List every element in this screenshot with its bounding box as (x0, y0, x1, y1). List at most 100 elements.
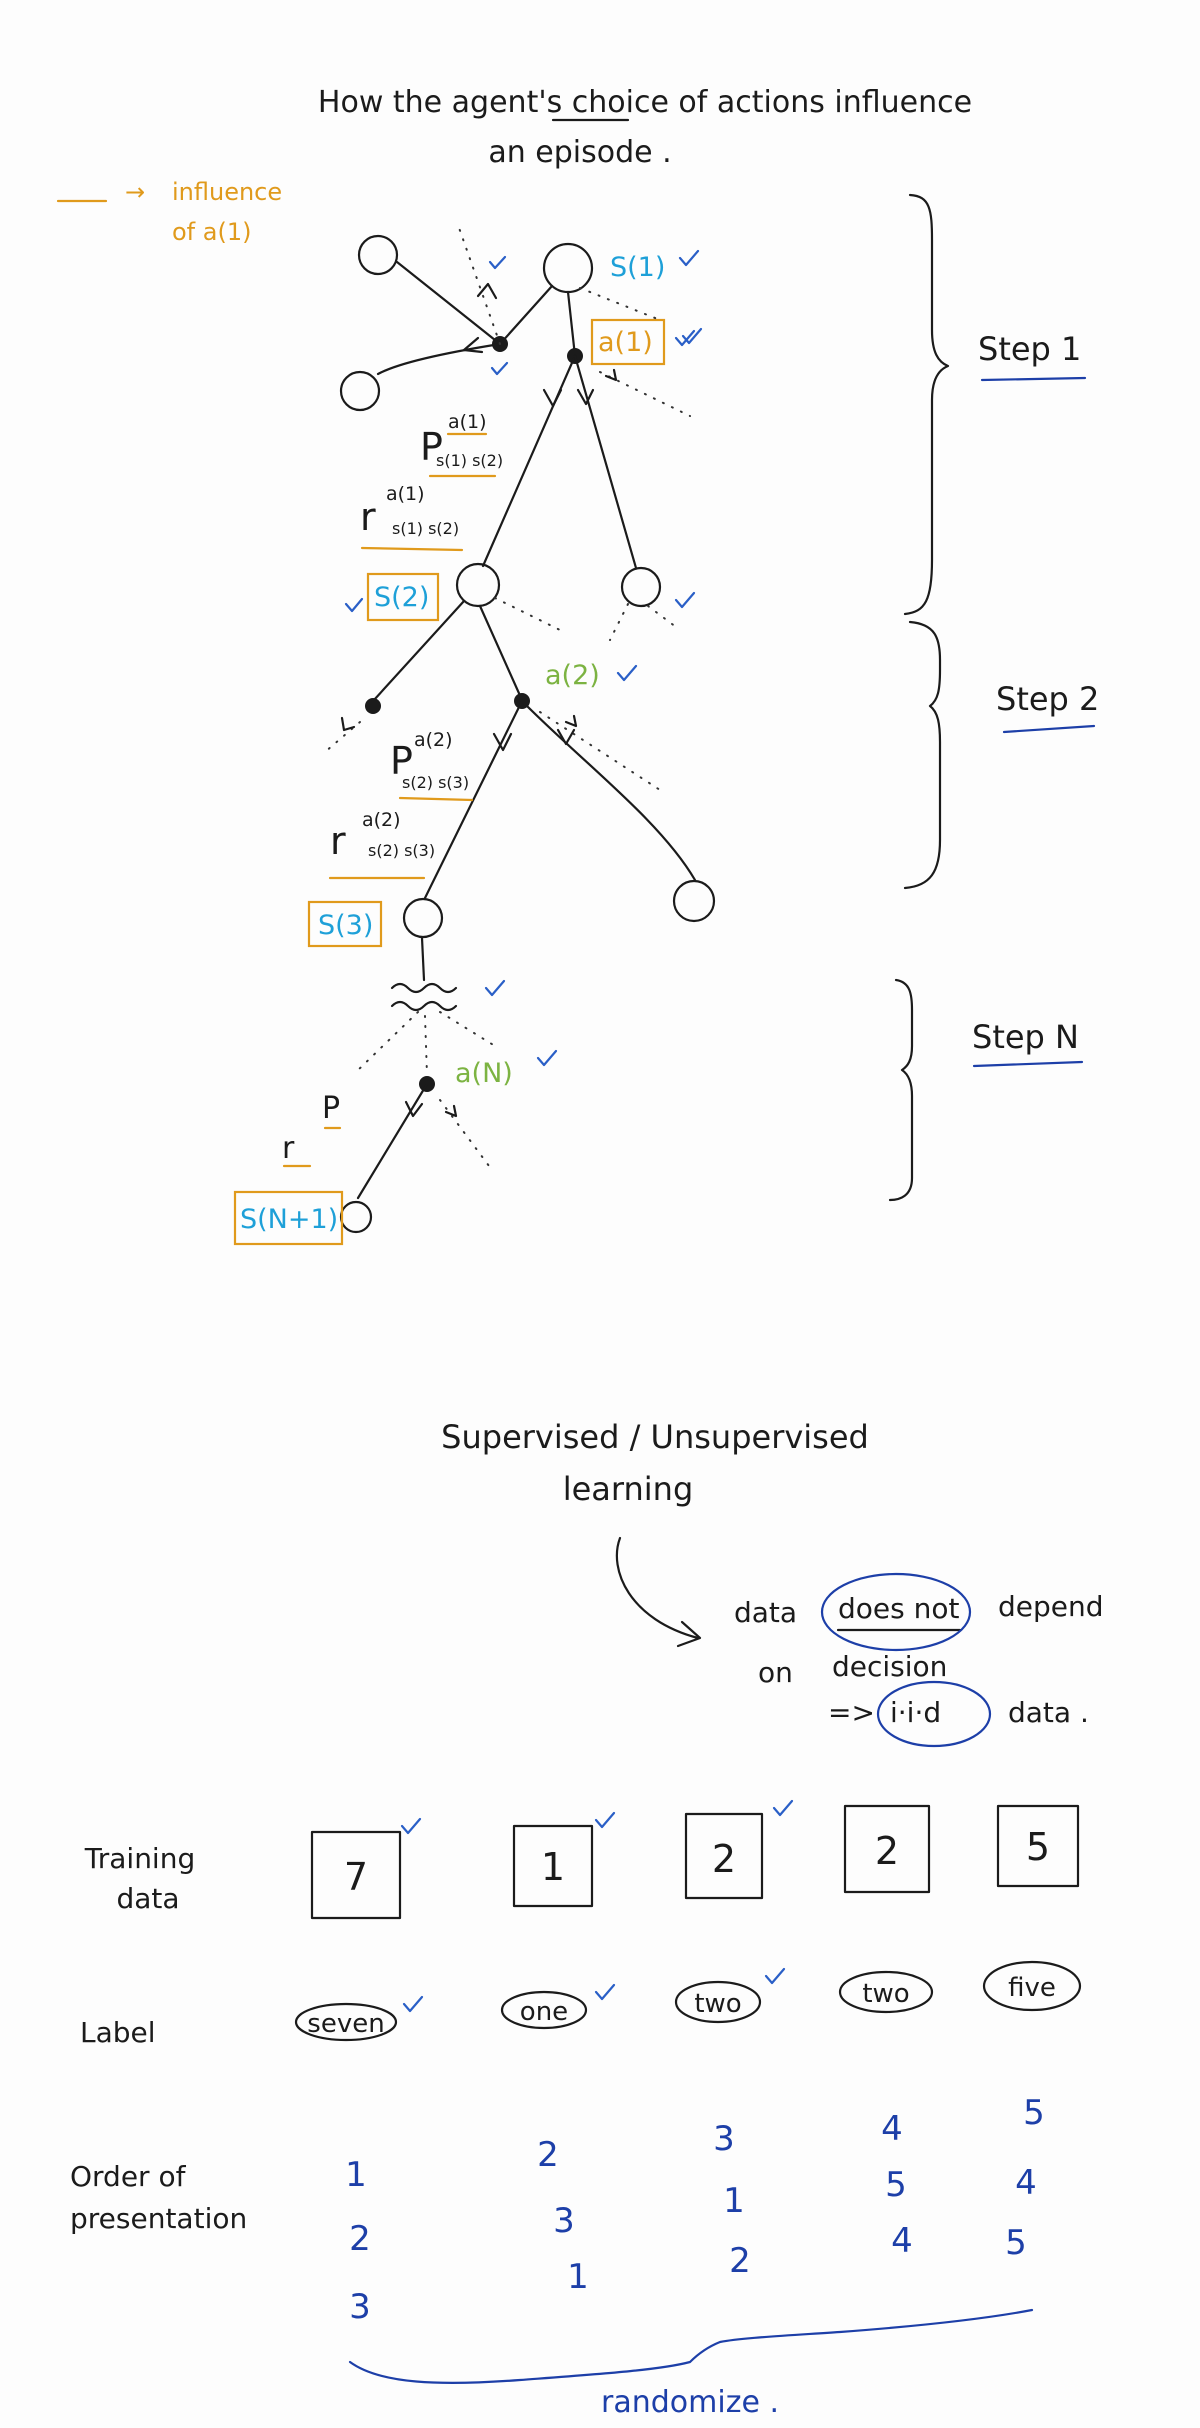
iid-suffix: data . (1008, 1696, 1089, 1729)
action-an-label: a(N) (455, 1058, 513, 1089)
does-not-text: does not (838, 1592, 959, 1625)
order-value: 3 (713, 2119, 735, 2159)
step-2-brace (903, 620, 942, 890)
label-oval (982, 1960, 1082, 2012)
dotted-branch (494, 597, 561, 631)
tree-edge (376, 342, 502, 376)
state-node-s2 (455, 562, 501, 608)
legend-text-line2: of a(1) (172, 218, 251, 246)
tree-edge (478, 604, 524, 702)
arrowhead-icon (556, 728, 576, 746)
wavy-break (390, 982, 458, 994)
state-node-alt-1 (357, 234, 399, 276)
step-n-underline (972, 1060, 1084, 1068)
order-value: 4 (881, 2109, 903, 2149)
transition-p1: P (420, 425, 443, 469)
check-icon (678, 249, 700, 267)
state-sn1-label: S(N+1) (240, 1204, 338, 1235)
dotted-branch (539, 711, 661, 791)
step-1-label: Step 1 (978, 330, 1081, 368)
order-value: 3 (553, 2201, 575, 2241)
transition-r1-subscript: s(1) s(2) (392, 519, 459, 538)
check-icon (681, 327, 703, 345)
dotted-branch (457, 224, 501, 345)
iid-text: i·i·d (890, 1696, 941, 1729)
tree-edge (372, 599, 466, 702)
state-node-sn1 (339, 1200, 373, 1234)
orange-underline (398, 796, 474, 802)
depend-word: depend (998, 1590, 1104, 1623)
state-s3-highlight (307, 900, 383, 948)
iid-circle (876, 1680, 992, 1748)
label-oval (838, 1970, 934, 2014)
learning-title-line2: learning (563, 1470, 694, 1508)
digit-value: 7 (344, 1855, 368, 1899)
diagram-title-line2: an episode . (488, 135, 671, 170)
transition-r2: r (330, 819, 346, 863)
order-value: 4 (891, 2221, 913, 2261)
check-icon (594, 1811, 616, 1829)
check-icon (490, 361, 509, 376)
state-node-alt-3 (620, 566, 662, 608)
arrowhead-icon (676, 1620, 702, 1648)
dotted-branch (439, 1011, 496, 1047)
digit-box (512, 1824, 594, 1908)
digit-box (843, 1804, 931, 1894)
tree-edge (356, 1082, 429, 1200)
transition-p2: P (390, 739, 413, 783)
tree-edge (420, 936, 426, 982)
order-value: 2 (537, 2135, 559, 2175)
transition-p1-superscript: a(1) (448, 411, 487, 433)
order-label-line1: Order of (70, 2160, 187, 2193)
arrowhead-icon (462, 336, 484, 354)
transition-r1: r (360, 495, 376, 539)
digit-box (310, 1830, 402, 1920)
decision-word: decision (832, 1650, 947, 1683)
step-2-underline (1002, 724, 1096, 734)
transition-pn: P (322, 1091, 340, 1126)
tree-edge (395, 260, 502, 346)
step-2-label: Step 2 (996, 680, 1099, 718)
state-s2-label: S(2) (374, 582, 429, 613)
label-oval (500, 1990, 588, 2030)
order-value: 1 (345, 2155, 367, 2195)
transition-p2-subscript: s(2) s(3) (402, 773, 469, 792)
tree-edge (520, 699, 697, 882)
on-word: on (758, 1656, 793, 1689)
arrowhead-icon (404, 1100, 424, 1118)
label-oval (294, 2002, 398, 2042)
arrowhead-icon (492, 732, 513, 752)
transition-rn: r (282, 1131, 295, 1166)
check-icon (674, 329, 696, 347)
action-a2-label: a(2) (545, 660, 600, 691)
label-row-label: Label (80, 2016, 156, 2049)
digit-box (996, 1804, 1080, 1888)
transition-p2-superscript: a(2) (414, 729, 453, 751)
state-node-alt-2 (339, 370, 381, 412)
arrowhead-icon (576, 388, 595, 406)
dotted-branch (579, 287, 661, 321)
check-icon (536, 1049, 558, 1067)
training-data-label-line1: Training (84, 1842, 195, 1875)
check-icon (764, 1967, 786, 1985)
tree-edge (573, 354, 638, 570)
digit-value: 1 (541, 1845, 565, 1889)
label-value: two (694, 1989, 741, 2019)
step-n-brace (888, 978, 914, 1202)
order-value: 4 (1015, 2163, 1037, 2203)
state-s3-label: S(3) (318, 910, 373, 941)
does-not-circle (820, 1572, 972, 1652)
arrowhead-icon (564, 714, 578, 728)
order-value: 3 (349, 2287, 371, 2327)
digit-value: 2 (875, 1829, 899, 1873)
order-value: 5 (885, 2165, 907, 2205)
state-node-alt-4 (672, 879, 716, 923)
order-value: 1 (567, 2257, 589, 2297)
dotted-branch (439, 1099, 493, 1171)
label-value: seven (307, 2009, 384, 2039)
order-value: 5 (1023, 2093, 1045, 2133)
randomize-label: randomize . (601, 2385, 779, 2420)
training-data-label-line2: data (116, 1882, 179, 1915)
label-value: five (1008, 1973, 1056, 2003)
wavy-break (390, 1000, 458, 1012)
